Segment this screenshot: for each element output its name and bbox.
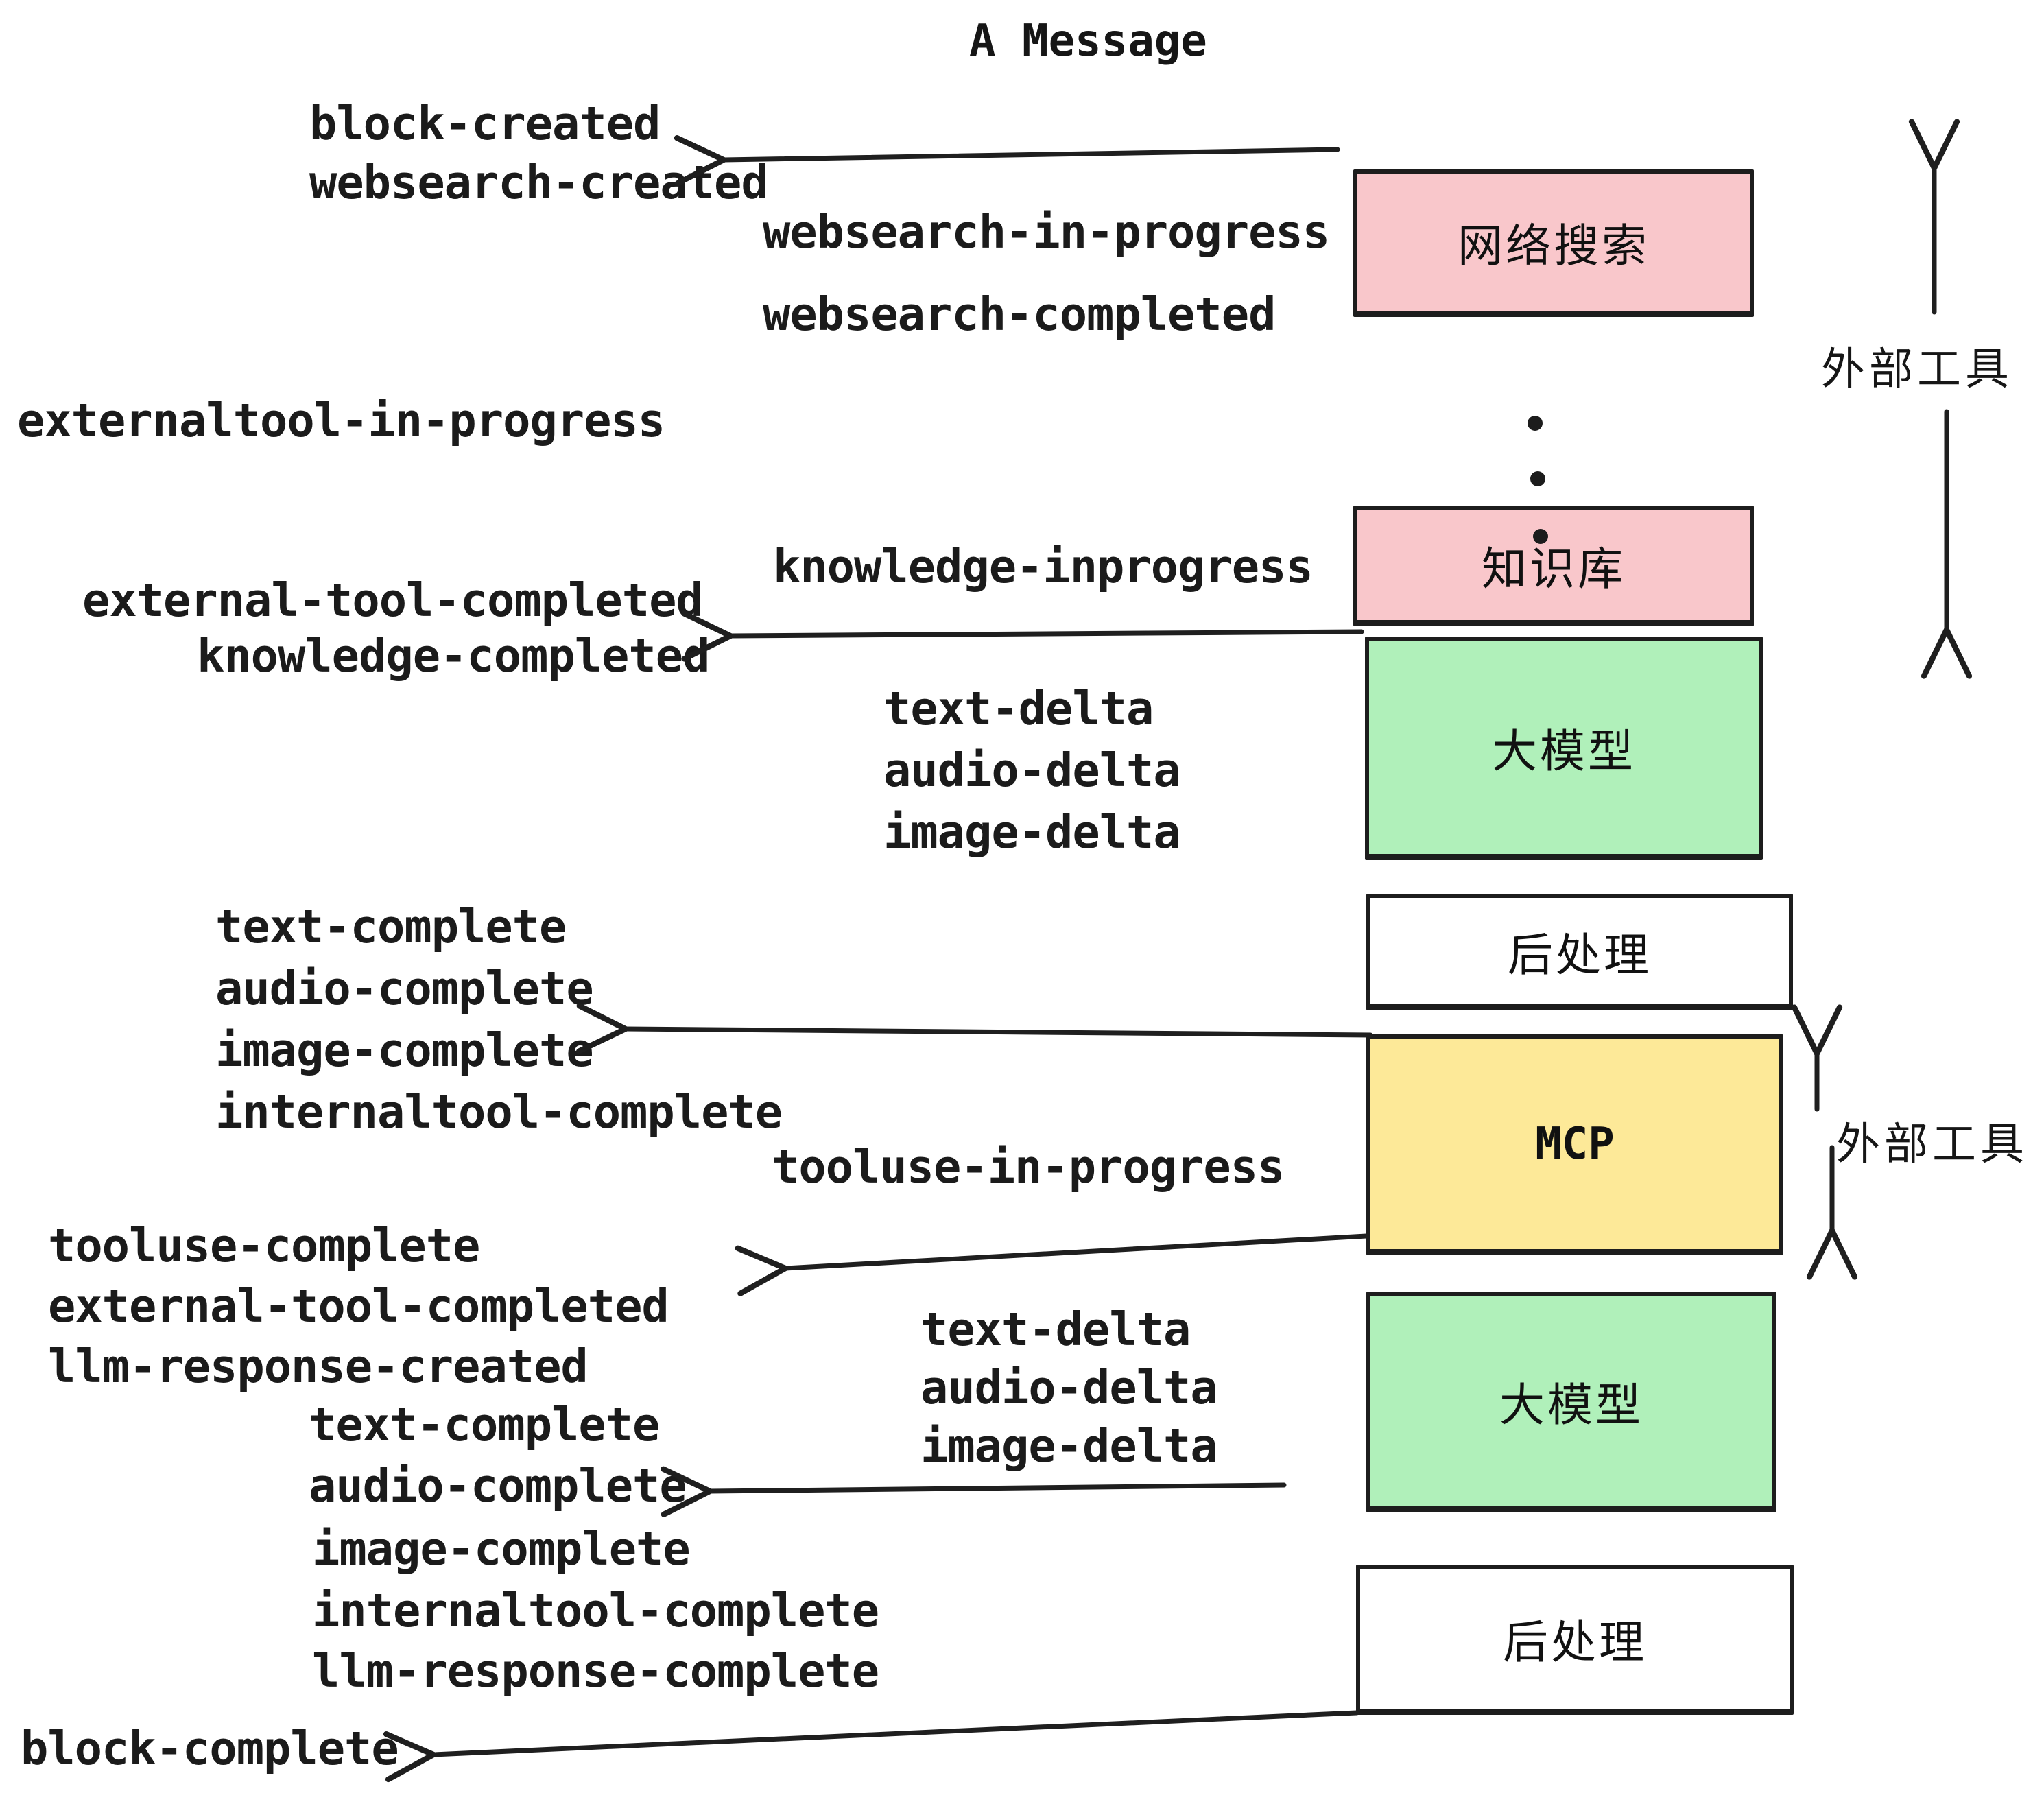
node-postprocess-1-label: 后处理 — [1508, 929, 1652, 980]
node-postprocess-2: 后处理 — [1356, 1565, 1794, 1715]
event-label-websearch-completed: websearch-completed — [763, 287, 1276, 341]
event-label-image-complete: image-complete — [215, 1023, 594, 1077]
event-label-external-tool-completed-2: external-tool-completed — [48, 1279, 669, 1333]
event-label-websearch-in-progress: websearch-in-progress — [763, 205, 1330, 259]
event-label-text-complete: text-complete — [215, 900, 567, 953]
event-label-audio-complete-2: audio-complete — [309, 1459, 687, 1512]
node-knowledge-label: 知识库 — [1482, 543, 1626, 594]
event-label-image-delta-2: image-delta — [920, 1419, 1218, 1473]
page-title: A Message — [969, 16, 1207, 67]
event-label-llm-response-created: llm-response-created — [48, 1340, 589, 1393]
event-label-knowledge-completed: knowledge-completed — [197, 629, 710, 683]
event-label-internaltool-complete-2: internaltool-complete — [312, 1584, 879, 1637]
event-label-external-tool-completed: external-tool-completed — [82, 573, 704, 627]
event-label-text-complete-2: text-complete — [309, 1398, 660, 1451]
event-label-block-created: block-created — [309, 97, 661, 150]
event-label-websearch-created: websearch-created — [309, 156, 769, 209]
event-label-internaltool-complete: internaltool-complete — [215, 1085, 783, 1139]
arrow-to-block-created — [674, 135, 1340, 187]
event-label-audio-delta: audio-delta — [883, 744, 1181, 797]
node-postprocess-1: 后处理 — [1366, 894, 1793, 1010]
arrow-to-block-complete — [383, 1710, 1359, 1783]
node-websearch: 网络搜索 — [1353, 169, 1754, 317]
node-mcp-label: MCP — [1535, 1118, 1615, 1170]
event-label-knowledge-inprogress: knowledge-inprogress — [773, 540, 1314, 593]
event-label-externaltool-in-progress: externaltool-in-progress — [17, 394, 665, 447]
event-label-image-complete-2: image-complete — [312, 1522, 691, 1576]
node-llm-2: 大模型 — [1366, 1292, 1776, 1512]
event-label-text-delta: text-delta — [883, 682, 1154, 735]
node-llm-1: 大模型 — [1365, 637, 1763, 860]
node-websearch-label: 网络搜索 — [1458, 220, 1650, 271]
event-label-image-delta: image-delta — [883, 805, 1181, 859]
event-label-tooluse-in-progress: tooluse-in-progress — [772, 1140, 1285, 1194]
event-label-block-complete: block-complete — [21, 1722, 399, 1775]
event-label-llm-response-complete: llm-response-complete — [312, 1644, 879, 1698]
event-label-tooluse-complete: tooluse-complete — [48, 1219, 480, 1272]
arrow-to-knowledge-completed — [681, 610, 1364, 662]
arrow-to-image-complete — [576, 1003, 1373, 1054]
side-label-external-tools-top: 外部工具 — [1821, 344, 2013, 394]
node-mcp: MCP — [1366, 1034, 1783, 1255]
event-label-audio-delta-2: audio-delta — [920, 1361, 1218, 1414]
node-llm-2-label: 大模型 — [1499, 1379, 1643, 1430]
event-label-text-delta-2: text-delta — [920, 1303, 1191, 1356]
arrow-to-tooluse-complete — [735, 1233, 1369, 1296]
event-label-audio-complete: audio-complete — [215, 962, 594, 1015]
side-label-external-tools-mcp: 外部工具 — [1836, 1119, 2028, 1169]
node-llm-1-label: 大模型 — [1492, 725, 1636, 776]
node-knowledge: 知识库 — [1353, 506, 1754, 626]
node-postprocess-2-label: 后处理 — [1503, 1617, 1647, 1667]
arrow-to-audio-complete — [661, 1466, 1287, 1517]
